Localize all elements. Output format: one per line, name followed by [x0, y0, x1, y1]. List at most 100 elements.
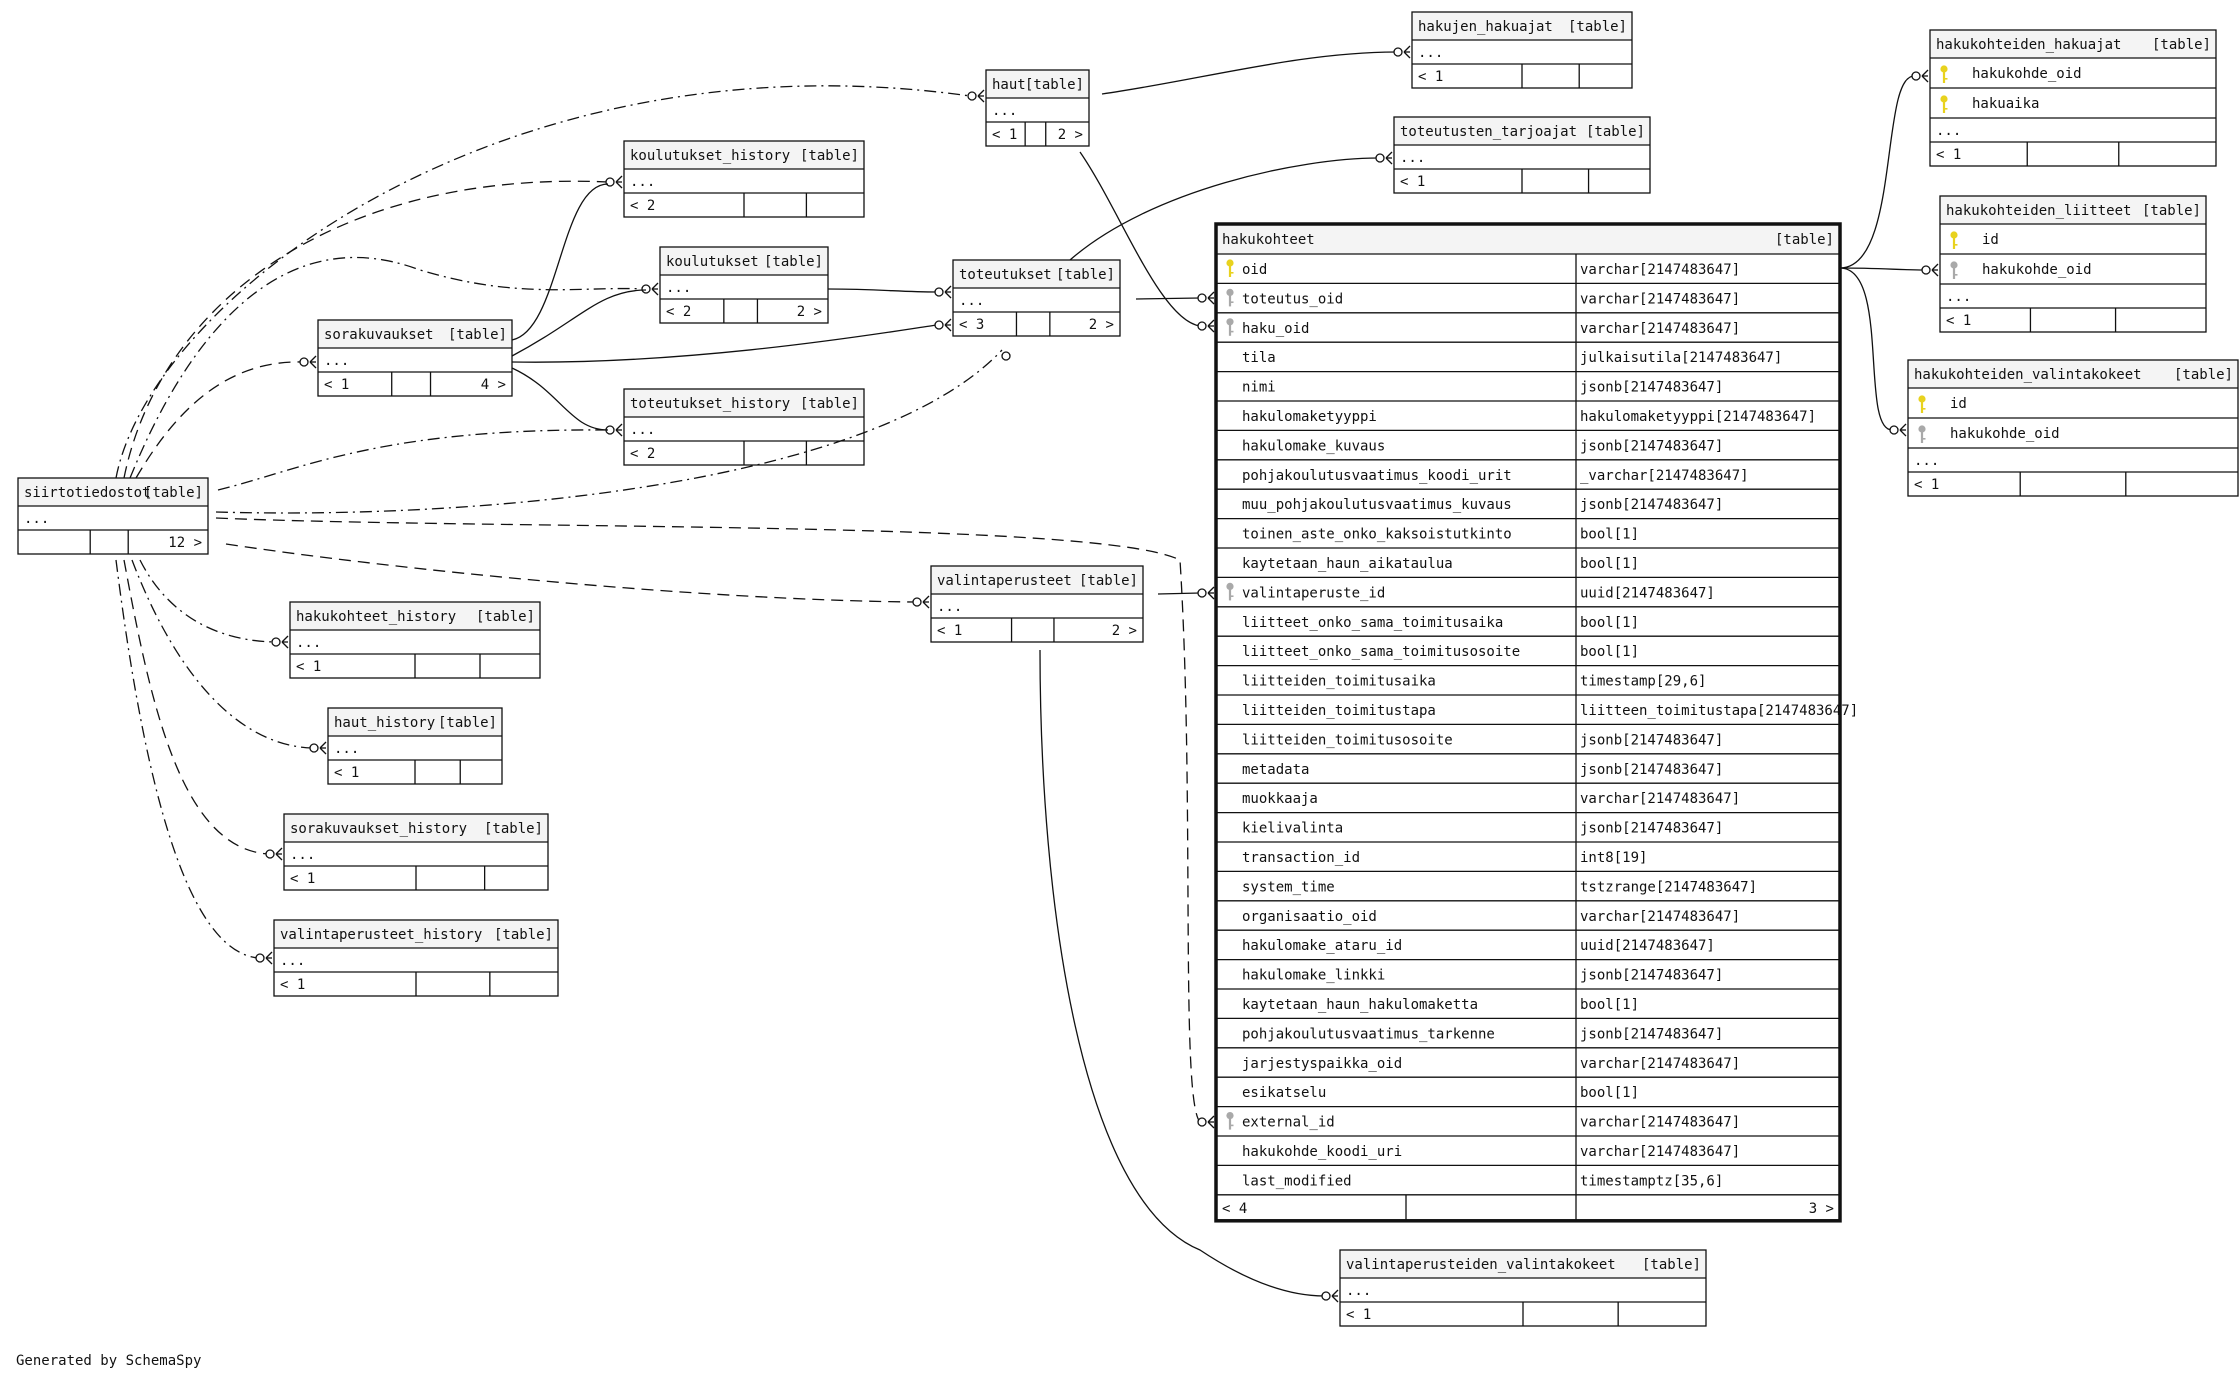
table-name: hakujen_hakuajat: [1418, 19, 1553, 35]
column-type: varchar[2147483647]: [1580, 1115, 1740, 1131]
incoming-count: < 2: [666, 304, 691, 320]
incoming-count: < 1: [1346, 1307, 1371, 1323]
table-valintaperusteiden_valintakokeet[interactable]: valintaperusteiden_valintakokeet[table].…: [1339, 1249, 1707, 1327]
incoming-count: < 1: [1418, 69, 1443, 85]
foreign-key-icon: [1918, 425, 1926, 443]
incoming-count: < 1: [1914, 477, 1939, 493]
columns-ellipsis: ...: [666, 280, 691, 296]
column-type: bool[1]: [1580, 527, 1639, 543]
outgoing-count: 12 >: [168, 535, 202, 551]
primary-key-icon: [1950, 231, 1958, 249]
column-name: muokkaaja: [1242, 791, 1318, 807]
crow-foot-icon: [934, 318, 952, 332]
column-row-hakulomake_kuvaus: hakulomake_kuvaus jsonb[2147483647]: [1216, 438, 1840, 461]
table-name: valintaperusteiden_valintakokeet: [1346, 1257, 1616, 1273]
table-tag: [table]: [438, 715, 497, 731]
table-name: hakukohteet_history: [296, 609, 456, 625]
column-name: liitteet_onko_sama_toimitusaika: [1242, 615, 1503, 631]
edge-sorakuvaukset-toteutukset-history: [511, 367, 609, 431]
columns-ellipsis: ...: [1936, 123, 1961, 139]
column-type: liitteen_toimitustapa[2147483647]: [1580, 703, 1858, 719]
column-name: hakukohde_oid: [1972, 66, 2082, 82]
column-type: varchar[2147483647]: [1580, 1144, 1740, 1160]
edge-sorakuvaukset-toteutukset: [511, 324, 938, 363]
edge-siirtotiedostot-sorakuvaukset: [135, 361, 303, 479]
crow-foot-icon: [265, 847, 283, 861]
edge-siirtotiedostot-sorakuvaukset-history: [123, 559, 269, 855]
table-siirtotiedostot[interactable]: siirtotiedostot[table]...12 >: [17, 477, 209, 555]
edge-hakukohteet-valintakokeet: [1839, 267, 1893, 431]
outgoing-count: 2 >: [1058, 127, 1083, 143]
column-name: liitteiden_toimitusaika: [1242, 674, 1436, 690]
column-name: hakulomake_kuvaus: [1242, 438, 1385, 454]
table-toteutusten_tarjoajat[interactable]: toteutusten_tarjoajat[table]...< 1: [1393, 116, 1651, 194]
column-type: jsonb[2147483647]: [1580, 762, 1723, 778]
crow-foot-icon: [299, 355, 317, 369]
table-name: haut_history: [334, 715, 435, 731]
table-koulutukset_history[interactable]: koulutukset_history[table]...< 2: [623, 140, 865, 218]
edge-sorakuvaukset-koulutukset-history: [511, 183, 609, 341]
column-name: toteutus_oid: [1242, 291, 1343, 307]
column-row-external_id: external_id varchar[2147483647]: [1216, 1112, 1840, 1137]
incoming-count: < 1: [1946, 313, 1971, 329]
column-type: jsonb[2147483647]: [1580, 380, 1723, 396]
crow-foot-icon: [271, 635, 289, 649]
table-sorakuvaukset_history[interactable]: sorakuvaukset_history[table]...< 1: [283, 813, 549, 891]
table-hakukohteiden_liitteet[interactable]: hakukohteiden_liitteet[table]idhakukohde…: [1939, 195, 2207, 333]
table-toteutukset_history[interactable]: toteutukset_history[table]...< 2: [623, 388, 865, 466]
table-tag: [table]: [1079, 573, 1138, 589]
columns-ellipsis: ...: [324, 353, 349, 369]
table-hakukohteiden_valintakokeet[interactable]: hakukohteiden_valintakokeet[table]idhaku…: [1907, 359, 2239, 497]
column-name: hakukohde_oid: [1982, 262, 2092, 278]
incoming-count: < 1: [1400, 174, 1425, 190]
edge-toteutukset-tarjoajat: [1069, 157, 1379, 261]
column-type: jsonb[2147483647]: [1580, 438, 1723, 454]
table-tag: [table]: [1586, 124, 1645, 140]
table-name: sorakuvaukset: [324, 327, 434, 343]
incoming-count: < 1: [290, 871, 315, 887]
table-valintaperusteet_history[interactable]: valintaperusteet_history[table]...< 1: [273, 919, 559, 997]
table-tag: [table]: [2152, 37, 2211, 53]
table-hakujen_hakuajat[interactable]: hakujen_hakuajat[table]...< 1: [1411, 11, 1633, 89]
column-type: int8[19]: [1580, 850, 1647, 866]
crow-foot-icon: [1375, 151, 1393, 165]
crow-foot-icon: [1889, 423, 1907, 437]
column-name: nimi: [1242, 380, 1276, 396]
columns-ellipsis: ...: [280, 953, 305, 969]
column-name: kaytetaan_haun_hakulomaketta: [1242, 997, 1478, 1013]
table-hakukohteiden_hakuajat[interactable]: hakukohteiden_hakuajat [table] hakukohde_o…: [1929, 29, 2217, 167]
column-name: hakulomake_linkki: [1242, 968, 1385, 984]
column-name: external_id: [1242, 1115, 1335, 1131]
column-name: id: [1950, 396, 1967, 412]
column-name: valintaperuste_id: [1242, 585, 1385, 601]
table-name: toteutusten_tarjoajat: [1400, 124, 1577, 140]
column-type: jsonb[2147483647]: [1580, 968, 1723, 984]
table-name: sorakuvaukset_history: [290, 821, 467, 837]
table-haut_history[interactable]: haut_history[table]...< 1: [327, 707, 503, 785]
incoming-count: < 1: [324, 377, 349, 393]
column-name: esikatselu: [1242, 1085, 1326, 1101]
column-name: muu_pohjakoulutusvaatimus_kuvaus: [1242, 497, 1512, 513]
table-name: hakukohteiden_hakuajat: [1936, 37, 2121, 53]
table-hakukohteet_history[interactable]: hakukohteet_history[table]...< 1: [289, 601, 541, 679]
foreign-key-icon: [1226, 1112, 1234, 1130]
edge-hakukohteet-hakuajat: [1839, 75, 1915, 269]
edge-hakukohteet-liitteet: [1839, 267, 1925, 271]
edge-valintaperusteet-valintakokeet: [1039, 649, 1325, 1297]
